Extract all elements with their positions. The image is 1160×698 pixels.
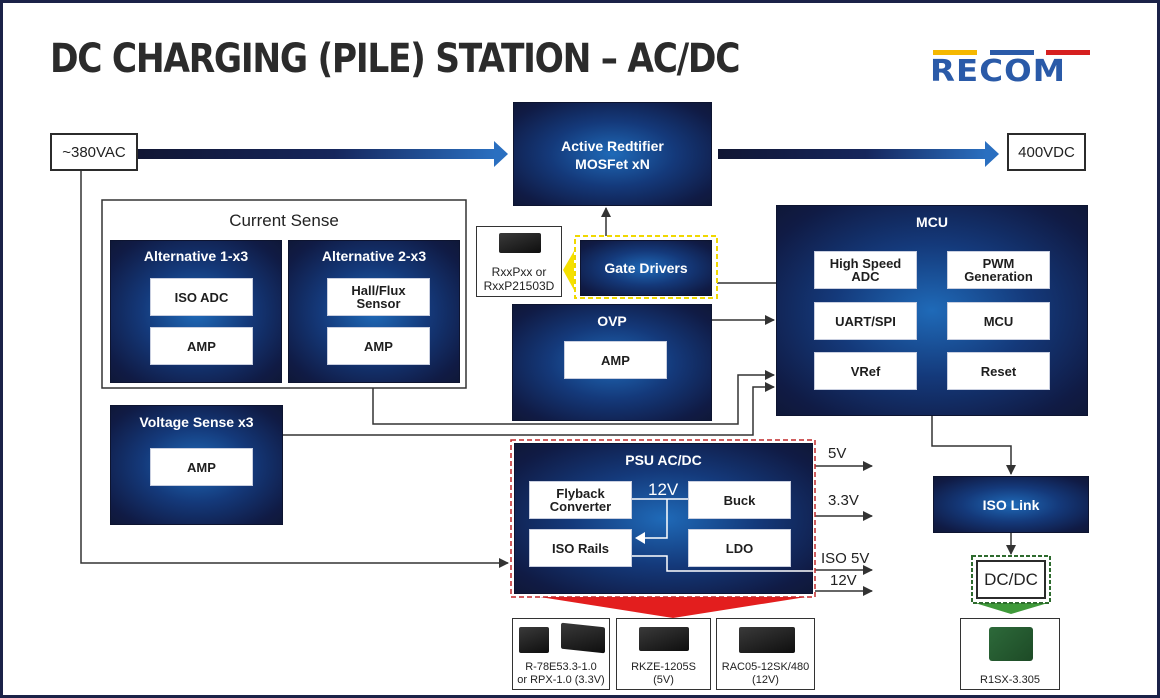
psu-product-rkze-line1: RKZE-1205S — [631, 661, 696, 673]
psu-product-r78e-image-1 — [519, 627, 549, 653]
dcdc-block[interactable]: DC/DC — [976, 560, 1046, 599]
mcu-core-block[interactable]: MCU — [947, 302, 1050, 340]
iso-link-title: ISO Link — [982, 496, 1040, 513]
psu-product-rkze-image — [639, 627, 689, 651]
psu-product-rac05-line2: (12V) — [752, 674, 779, 686]
mcu-title: MCU — [916, 214, 948, 230]
psu-highlight — [510, 439, 816, 598]
psu-product-rkze-line2: (5V) — [653, 674, 674, 686]
ovp-amp-block[interactable]: AMP — [564, 341, 667, 379]
gate-driver-product-image — [499, 233, 541, 253]
ovp-block[interactable]: OVP AMP — [512, 304, 712, 421]
mcu-block[interactable]: MCU High Speed ADC PWM Generation UART/S… — [776, 205, 1088, 416]
logo-bar-blue — [990, 50, 1034, 55]
uart-spi-block[interactable]: UART/SPI — [814, 302, 917, 340]
logo-bar-yellow — [933, 50, 977, 55]
mcu-isolink-wire — [931, 416, 1016, 475]
gate-drivers-pointer — [563, 251, 574, 290]
psu-product-r78e-line2: or RPX-1.0 (3.3V) — [517, 674, 605, 686]
buck-block[interactable]: Buck — [688, 481, 791, 519]
alt2-amp-block[interactable]: AMP — [327, 327, 430, 365]
current-sense-title: Current Sense — [229, 211, 339, 230]
ldo-block[interactable]: LDO — [688, 529, 791, 567]
rectifier-line2: MOSFet xN — [575, 156, 650, 172]
high-speed-adc-block[interactable]: High Speed ADC — [814, 251, 917, 289]
voltage-sense-mcu-wire — [283, 382, 775, 436]
dcdc-product-label: R1SX-3.305 — [980, 674, 1040, 686]
reset-block[interactable]: Reset — [947, 352, 1050, 390]
psu-acdc-block[interactable]: PSU AC/DC Flyback Converter Buck ISO Rai… — [514, 443, 814, 594]
iso-link-block[interactable]: ISO Link — [933, 476, 1089, 533]
gate-drivers-title: Gate Drivers — [604, 260, 688, 276]
logo-bar-red — [1046, 50, 1090, 55]
active-rectifier-block[interactable]: Active Redtifier MOSFet xN — [513, 102, 712, 206]
vref-block[interactable]: VRef — [814, 352, 917, 390]
iso-rails-block[interactable]: ISO Rails — [529, 529, 632, 567]
psu-product-r78e-line1: R-78E53.3-1.0 — [525, 661, 597, 673]
current-sense-frame — [101, 199, 467, 389]
gate-driver-product[interactable]: RxxPxx or RxxP21503D — [476, 226, 562, 297]
recom-logo-bars — [933, 50, 1090, 55]
gate-driver-product-line1: RxxPxx or — [491, 265, 547, 279]
ac-input-label: ~380VAC — [50, 133, 138, 171]
current-sense-alt1-block[interactable]: Alternative 1-x3 ISO ADC AMP — [110, 240, 282, 383]
gate-drivers-highlight — [574, 235, 718, 299]
out-12v-label: 12V — [830, 572, 857, 589]
dc-output-bus-arrow — [718, 141, 999, 167]
voltage-sense-block[interactable]: Voltage Sense x3 AMP — [110, 405, 283, 525]
ac-input-bus-arrow — [137, 141, 508, 167]
dcdc-product-image — [989, 627, 1033, 661]
psu-product-r78e[interactable]: R-78E53.3-1.0 or RPX-1.0 (3.3V) — [512, 618, 610, 690]
voltage-sense-title: Voltage Sense x3 — [139, 414, 254, 430]
psu-title: PSU AC/DC — [625, 452, 702, 468]
recom-logo: RECOM — [930, 54, 1067, 89]
dcdc-product[interactable]: R1SX-3.305 — [960, 618, 1060, 690]
psu-products-funnel — [540, 597, 806, 618]
dc-output-label: 400VDC — [1007, 133, 1086, 171]
psu-product-r78e-image-2 — [561, 622, 605, 654]
out-iso5v-label: ISO 5V — [821, 550, 870, 567]
gate-driver-product-line2: RxxP21503D — [483, 279, 555, 293]
psu-product-rac05[interactable]: RAC05-12SK/480 (12V) — [716, 618, 815, 690]
hall-flux-sensor-block[interactable]: Hall/Flux Sensor — [327, 278, 430, 316]
current-sense-mcu-wire — [372, 370, 775, 425]
alt1-amp-block[interactable]: AMP — [150, 327, 253, 365]
psu-product-rac05-image — [739, 627, 795, 653]
page-title: DC CHARGING (PILE) STATION – AC/DC — [50, 36, 740, 82]
gate-drivers-block[interactable]: Gate Drivers — [580, 240, 712, 296]
pwm-generation-block[interactable]: PWM Generation — [947, 251, 1050, 289]
ac-feed-wire — [80, 170, 509, 568]
psu-12v-label: 12V — [648, 480, 679, 499]
ovp-title: OVP — [597, 313, 627, 329]
out-3v3-label: 3.3V — [828, 492, 859, 509]
flyback-converter-block[interactable]: Flyback Converter — [529, 481, 632, 519]
alt1-title: Alternative 1-x3 — [143, 248, 249, 264]
psu-internal-wires — [632, 498, 814, 572]
dcdc-product-funnel — [975, 603, 1048, 614]
psu-product-rac05-line1: RAC05-12SK/480 — [721, 661, 810, 673]
alt2-title: Alternative 2-x3 — [321, 248, 427, 264]
psu-product-rkze[interactable]: RKZE-1205S (5V) — [616, 618, 711, 690]
out-5v-label: 5V — [828, 445, 847, 462]
dcdc-highlight — [971, 555, 1051, 604]
current-sense-alt2-block[interactable]: Alternative 2-x3 Hall/Flux Sensor AMP — [288, 240, 460, 383]
voltage-sense-amp-block[interactable]: AMP — [150, 448, 253, 486]
rectifier-line1: Active Redtifier — [561, 138, 664, 154]
iso-adc-block[interactable]: ISO ADC — [150, 278, 253, 316]
